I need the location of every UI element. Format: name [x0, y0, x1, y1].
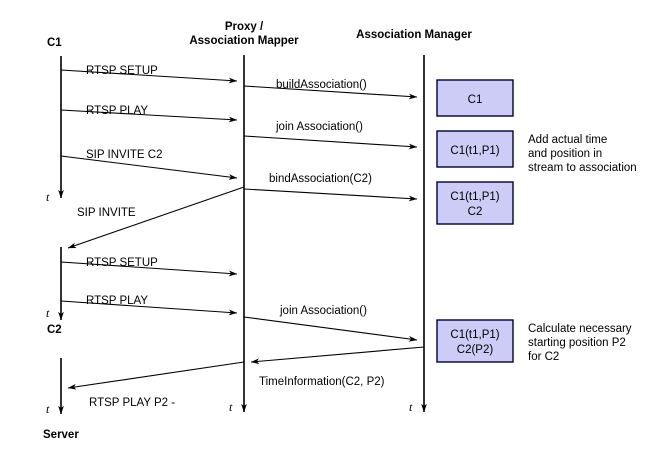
state-box-c1-line1: C1 — [468, 94, 483, 106]
message-label-bind-association: bindAssociation(C2) — [269, 173, 372, 185]
state-box-c1-t1p1-rect — [436, 130, 514, 168]
participant-header-c2: C2 — [47, 324, 62, 336]
state-box-c1: C1 — [436, 79, 514, 117]
note-calculate-position: Calculate necessary starting position P2… — [528, 323, 632, 363]
message-label-rtsp-setup-2: RTSP SETUP — [86, 257, 158, 269]
participant-header-c1: C1 — [47, 37, 62, 49]
message-label-rtsp-play-p2: RTSP PLAY P2 - — [89, 397, 175, 409]
message-arrow-rtsp-play-1 — [60, 109, 238, 123]
state-box-c1-t1p1-c2p2: C1(t1,P1) C2(P2) — [436, 319, 514, 363]
message-label-build-association: buildAssociation() — [276, 79, 367, 91]
message-arrow-rtsp-setup-2 — [60, 261, 238, 277]
note-calculate-position-line1: Calculate necessary — [528, 323, 632, 335]
state-box-c1-t1p1-c2p2-line2: C2(P2) — [457, 344, 494, 356]
message-arrow-join-association-2 — [243, 316, 418, 342]
note-calculate-position-line2: starting position P2 — [528, 337, 626, 349]
state-box-c1-t1p1-c2-line1: C1(t1,P1) — [450, 191, 499, 203]
participant-header-proxy-line2: Association Mapper — [189, 35, 299, 47]
note-add-actual-time: Add actual time and position in stream t… — [528, 134, 637, 174]
message-arrow-rtsp-setup-1 — [60, 69, 238, 84]
message-arrow-join-association-1 — [243, 135, 418, 150]
note-add-actual-time-line1: Add actual time — [528, 134, 607, 146]
state-box-c1-t1p1: C1(t1,P1) — [436, 130, 514, 168]
message-arrow-build-association — [243, 85, 418, 100]
message-label-rtsp-play-2: RTSP PLAY — [86, 295, 148, 307]
state-box-c1-t1p1-c2p2-line1: C1(t1,P1) — [450, 329, 499, 341]
state-box-c1-t1p1-c2-rect — [436, 181, 514, 225]
message-arrow-sip-invite-c2 — [60, 155, 238, 180]
message-label-join-association-1: join Association() — [275, 121, 363, 133]
note-add-actual-time-line2: and position in — [528, 148, 602, 160]
state-box-c1-t1p1-c2p2-rect — [436, 319, 514, 363]
message-arrow-time-information — [250, 346, 425, 365]
participant-header-proxy-line1: Proxy / — [225, 21, 264, 33]
participant-header-association-manager: Association Manager — [356, 29, 472, 41]
participant-header-server: Server — [43, 429, 79, 441]
message-label-sip-invite-c2: SIP INVITE C2 — [86, 149, 162, 161]
lifeline-c1-time-label: t — [46, 190, 50, 204]
message-label-rtsp-setup-1: RTSP SETUP — [86, 65, 158, 77]
lifeline-am-time-label: t — [409, 400, 413, 414]
state-box-c1-rect — [436, 79, 514, 117]
note-add-actual-time-line3: stream to association — [528, 162, 637, 174]
message-label-join-association-2: join Association() — [279, 305, 367, 317]
state-box-c1-t1p1-c2: C1(t1,P1) C2 — [436, 181, 514, 225]
note-calculate-position-line3: for C2 — [528, 351, 559, 363]
state-box-c1-t1p1-c2-line2: C2 — [468, 206, 483, 218]
message-arrow-bind-association — [243, 188, 418, 202]
message-label-time-information: TimeInformation(C2, P2) — [259, 376, 385, 388]
message-label-sip-invite: SIP INVITE — [77, 207, 136, 219]
message-label-rtsp-play-1: RTSP PLAY — [86, 105, 148, 117]
lifeline-c2-time-label: t — [46, 306, 50, 320]
message-arrow-sip-invite — [67, 186, 245, 249]
lifeline-proxy-time-label: t — [229, 400, 233, 414]
lifeline-server-time-label: t — [46, 402, 50, 416]
message-arrow-rtsp-play-2 — [60, 300, 238, 316]
message-arrow-rtsp-play-p2 — [67, 361, 245, 390]
state-box-c1-t1p1-line1: C1(t1,P1) — [450, 145, 499, 157]
